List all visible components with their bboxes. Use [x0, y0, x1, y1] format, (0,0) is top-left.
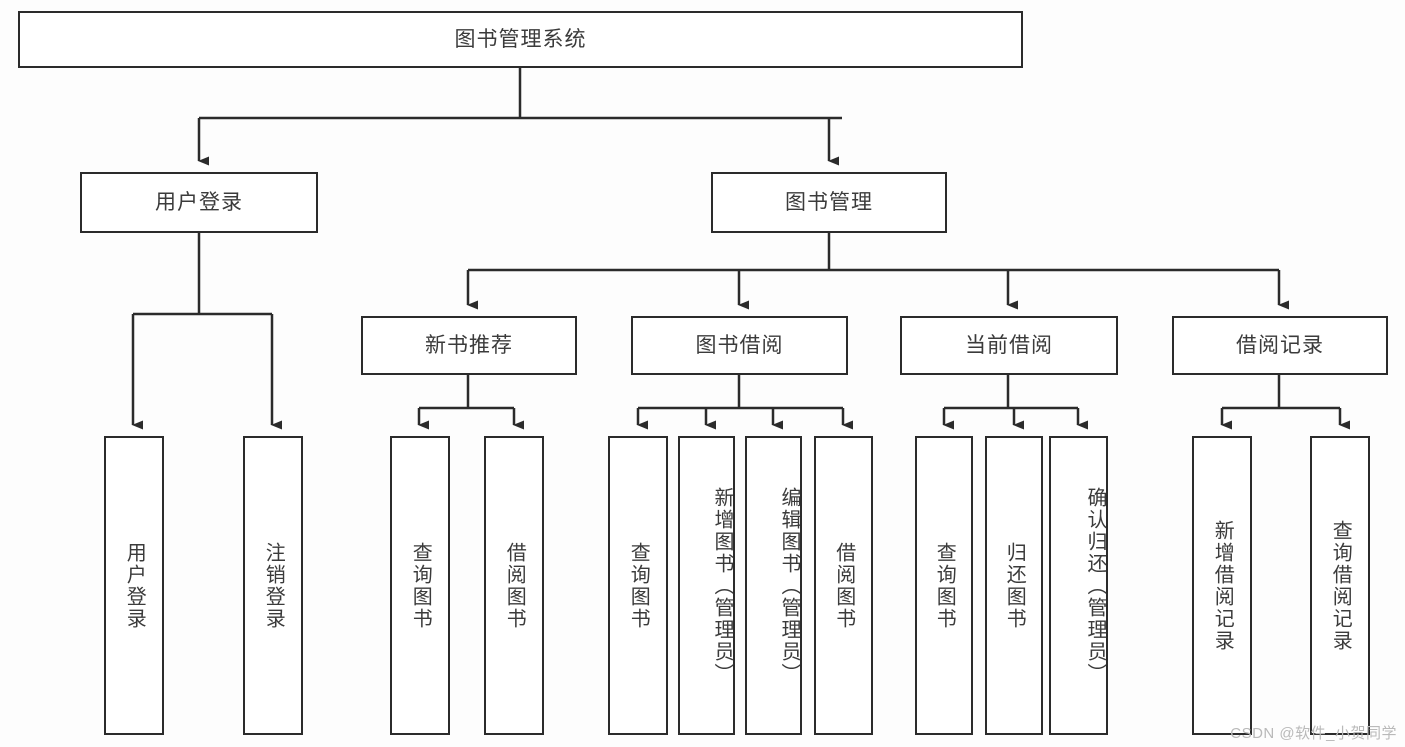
node-book-manage[interactable]: 图书管理	[711, 172, 947, 233]
leaf-add-record[interactable]: 新增借阅记录	[1192, 436, 1252, 735]
leaf-return-book[interactable]: 归还图书	[985, 436, 1043, 735]
leaf-query-book-3-label: 查询图书	[933, 541, 956, 630]
leaf-edit-book[interactable]: 编辑图书（管理员）	[745, 436, 802, 735]
leaf-query-record[interactable]: 查询借阅记录	[1310, 436, 1370, 735]
node-root[interactable]: 图书管理系统	[18, 11, 1023, 68]
leaf-query-book-2[interactable]: 查询图书	[608, 436, 668, 735]
csdn-watermark: CSDN @软件_小贺同学	[1230, 725, 1397, 742]
leaf-borrow-book-2[interactable]: 借阅图书	[814, 436, 873, 735]
node-user-login-label: 用户登录	[155, 190, 243, 214]
leaf-add-book[interactable]: 新增图书（管理员）	[678, 436, 735, 735]
leaf-user-login[interactable]: 用户登录	[104, 436, 164, 735]
leaf-borrow-book-1[interactable]: 借阅图书	[484, 436, 544, 735]
leaf-confirm-return-label: 确认归还（管理员）	[1084, 486, 1106, 685]
leaf-query-book-1[interactable]: 查询图书	[390, 436, 450, 735]
node-new-book-rec[interactable]: 新书推荐	[361, 316, 577, 375]
leaf-query-book-1-label: 查询图书	[409, 541, 432, 630]
leaf-borrow-book-2-label: 借阅图书	[832, 541, 855, 630]
node-new-book-rec-label: 新书推荐	[425, 333, 513, 357]
node-user-login[interactable]: 用户登录	[80, 172, 318, 233]
node-book-borrow-label: 图书借阅	[695, 333, 784, 357]
node-book-borrow[interactable]: 图书借阅	[631, 316, 848, 375]
leaf-user-login-label: 用户登录	[123, 541, 146, 630]
leaf-return-book-label: 归还图书	[1003, 541, 1026, 630]
leaf-logout[interactable]: 注销登录	[243, 436, 303, 735]
leaf-edit-book-label: 编辑图书（管理员）	[778, 486, 800, 685]
leaf-borrow-book-1-label: 借阅图书	[503, 541, 526, 630]
node-borrow-record[interactable]: 借阅记录	[1172, 316, 1388, 375]
leaf-add-book-label: 新增图书（管理员）	[711, 486, 733, 685]
node-root-label: 图书管理系统	[454, 27, 587, 51]
leaf-query-record-label: 查询借阅记录	[1329, 519, 1352, 652]
leaf-confirm-return[interactable]: 确认归还（管理员）	[1049, 436, 1108, 735]
leaf-query-book-3[interactable]: 查询图书	[915, 436, 973, 735]
leaf-query-book-2-label: 查询图书	[627, 541, 650, 630]
leaf-logout-label: 注销登录	[262, 541, 285, 630]
node-current-borrow-label: 当前借阅	[965, 333, 1053, 357]
node-book-manage-label: 图书管理	[785, 190, 873, 214]
node-current-borrow[interactable]: 当前借阅	[900, 316, 1118, 375]
leaf-add-record-label: 新增借阅记录	[1211, 519, 1234, 652]
node-borrow-record-label: 借阅记录	[1236, 333, 1324, 357]
